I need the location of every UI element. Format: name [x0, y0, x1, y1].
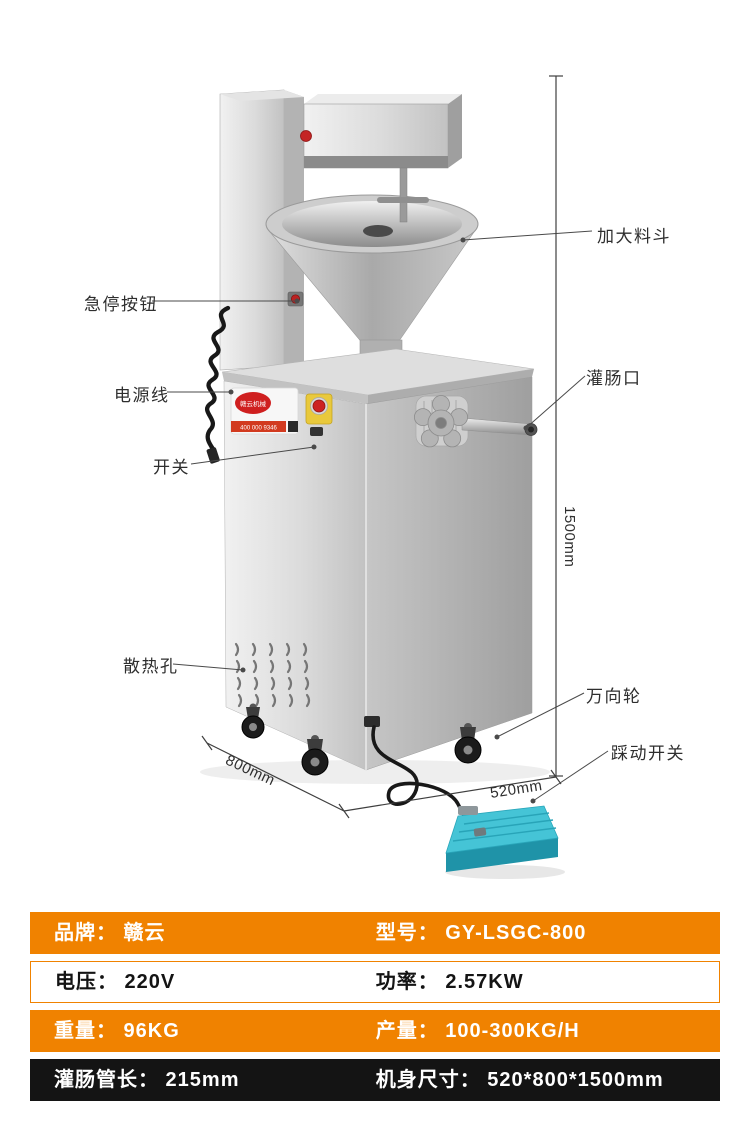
- power-plug: [206, 447, 220, 464]
- vent-holes: [234, 642, 311, 708]
- spec-row-voltage-power: 电压： 220V 功率： 2.57KW: [30, 961, 720, 1003]
- callout-caster-label: 万向轮: [586, 687, 642, 706]
- spec-cell-voltage: 电压： 220V: [55, 971, 176, 993]
- dimension-lines: [201, 75, 563, 819]
- motor-red-cap: [300, 130, 312, 142]
- spec-row-weight-output: 重量： 96KG 产量： 100-300KG/H: [30, 1010, 720, 1052]
- spec-cell-model: 型号： GY-LSGC-800: [375, 922, 587, 944]
- spec-row-tube-size: 灌肠管长： 215mm 机身尺寸： 520*800*1500mm: [30, 1059, 720, 1101]
- callout-pedal-label: 踩动开关: [611, 744, 685, 763]
- spec-cell-power: 功率： 2.57KW: [375, 971, 524, 993]
- dimension-height-label: 1500mm: [561, 506, 578, 568]
- machine-illustration: 赣云机械 400 000 9346: [152, 75, 609, 879]
- power-cord: [205, 305, 231, 464]
- callout-hopper-label: 加大料斗: [597, 227, 671, 246]
- machine-motor-head: [300, 94, 462, 169]
- callout-power-cord-label: 电源线: [114, 386, 170, 405]
- spec-table: 品牌： 赣云 型号： GY-LSGC-800 电压： 220V 功率： 2.57…: [30, 912, 720, 1101]
- power-switch: [310, 427, 323, 436]
- pedal-hinge: [458, 806, 478, 815]
- casters: [241, 703, 482, 776]
- callout-vents-label: 散热孔: [123, 657, 179, 676]
- spec-row-brand-model: 品牌： 赣云 型号： GY-LSGC-800: [30, 912, 720, 954]
- callout-estop-label: 急停按钮: [84, 295, 158, 314]
- foot-pedal: [445, 805, 559, 872]
- outlet-assembly: [413, 395, 538, 448]
- brand-plate: 赣云机械 400 000 9346: [230, 387, 299, 435]
- agitator-shaft: [399, 167, 408, 223]
- spec-cell-body-size: 机身尺寸： 520*800*1500mm: [375, 1069, 664, 1091]
- product-figure: 赣云机械 400 000 9346: [84, 75, 685, 879]
- hotline-text: 400 000 9346: [240, 426, 277, 432]
- star-knob: [413, 395, 469, 448]
- machine-hopper: [265, 167, 479, 373]
- caster-front: [301, 735, 329, 776]
- qr-code: [288, 421, 298, 432]
- pedal-cable-connector: [473, 827, 487, 837]
- estop-button: [305, 393, 333, 436]
- caster-right: [454, 723, 482, 764]
- brand-logo-oval: [235, 392, 271, 414]
- spec-cell-brand: 品牌： 赣云: [54, 922, 166, 944]
- spec-cell-tube-length: 灌肠管长： 215mm: [54, 1069, 240, 1091]
- ground-shadow: [200, 760, 565, 879]
- leader-lines: [152, 230, 609, 804]
- brand-logo-text: 赣云机械: [240, 399, 267, 408]
- spec-cell-output: 产量： 100-300KG/H: [375, 1020, 580, 1042]
- callout-outlet-label: 灌肠口: [586, 369, 642, 388]
- callout-switch-label: 开关: [153, 458, 190, 477]
- spec-cell-weight: 重量： 96KG: [54, 1020, 180, 1042]
- caster-left: [241, 703, 265, 739]
- agitator-bar: [377, 197, 429, 203]
